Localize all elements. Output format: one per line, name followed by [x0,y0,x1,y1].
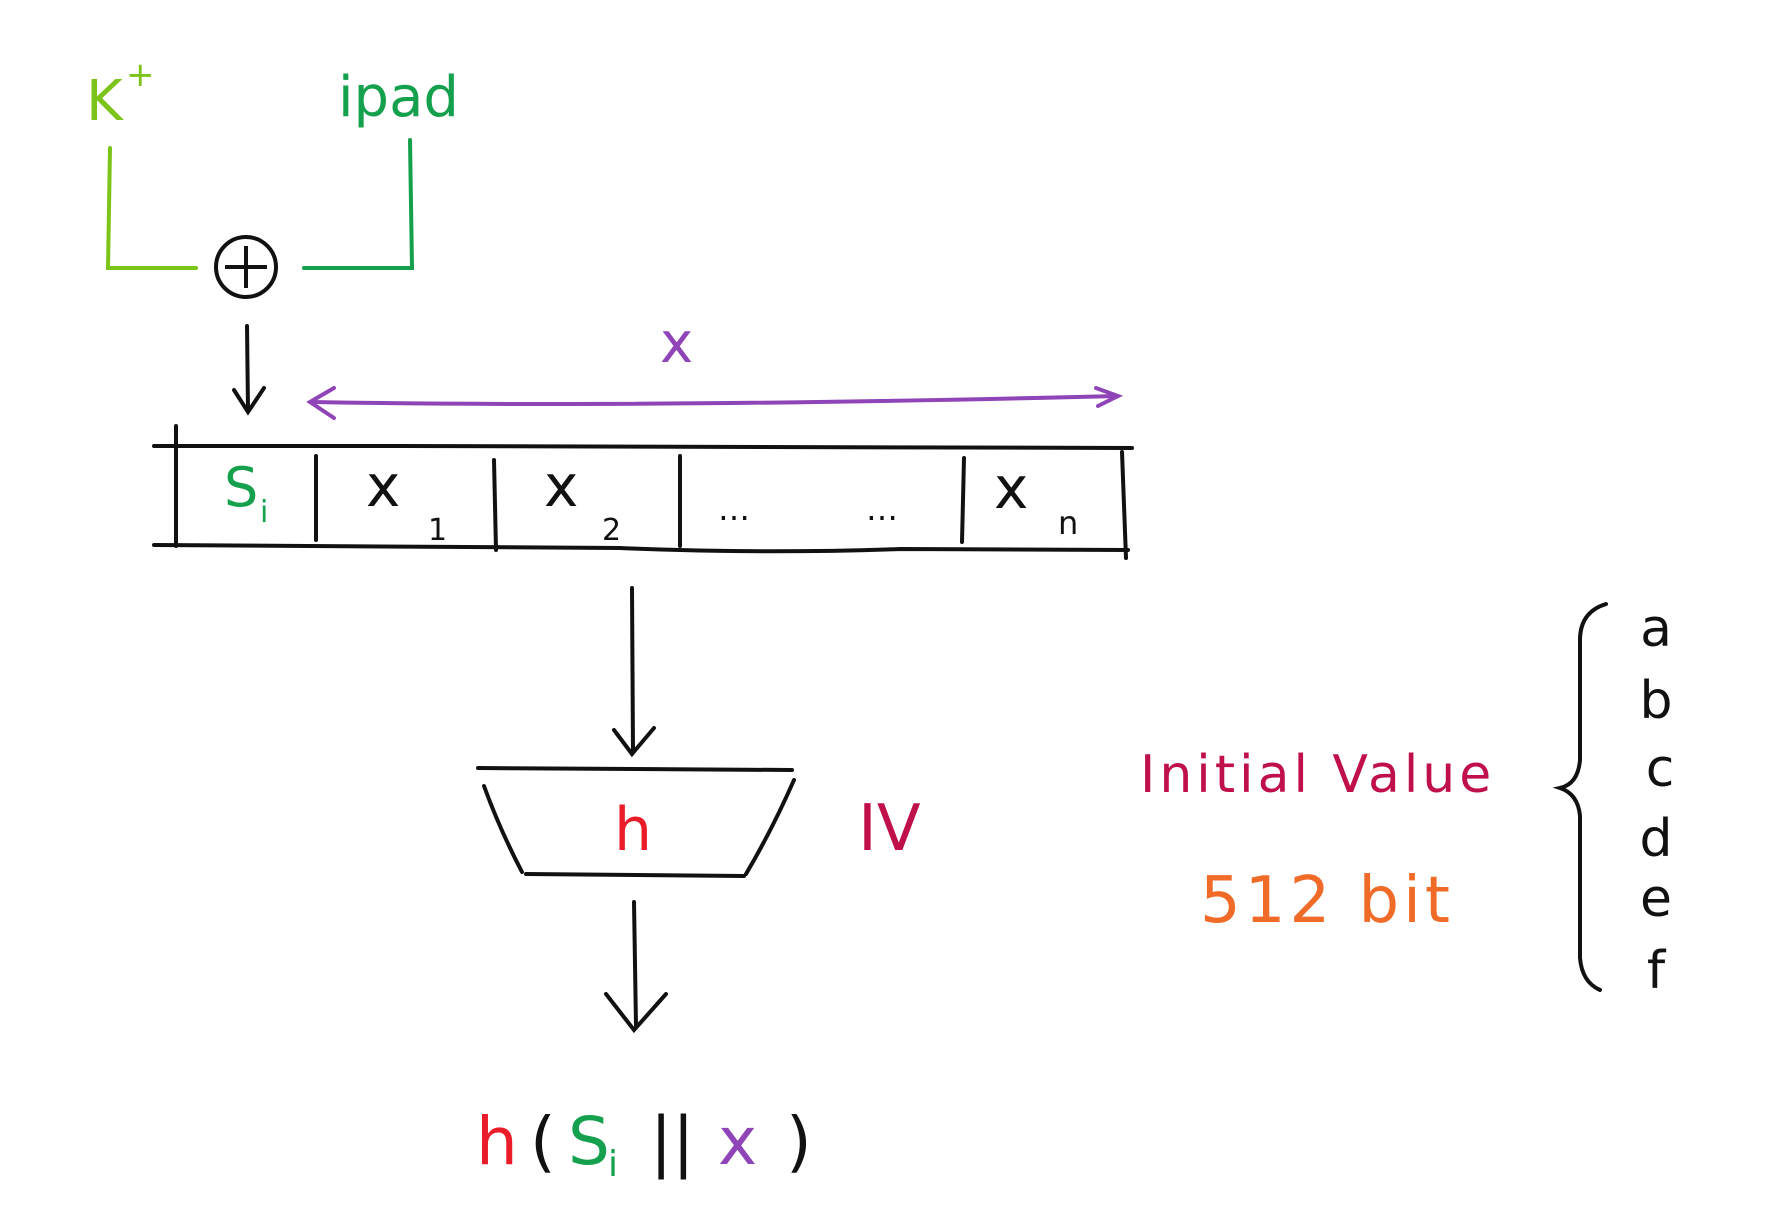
register-a: a [1640,599,1672,659]
register-f: f [1647,941,1667,1001]
x2-subscript: 2 [602,513,621,548]
register-e: e [1640,869,1672,929]
register-b: b [1639,671,1672,731]
output-close-paren: ) [786,1103,812,1180]
output-h: h [476,1103,518,1180]
x1-label: x [366,452,400,520]
message-block [152,424,1134,560]
arrow-down-icon [604,900,668,1034]
output-x: x [718,1103,757,1180]
key-line [105,146,198,270]
si-subscript: i [260,495,268,530]
x2-label: x [544,452,578,520]
double-arrow-icon [306,386,1124,420]
x-span-label: x [660,311,693,376]
xor-icon [214,235,278,299]
xn-label: x [994,454,1028,522]
ipad-line [302,138,415,270]
bits-label: 512 bit [1200,864,1454,938]
iv-label: IV [858,792,921,866]
register-c: c [1646,739,1675,799]
key-superscript: + [126,55,155,95]
output-s: S [568,1103,610,1180]
initial-value-label: Initial Value [1140,745,1495,805]
brace-icon [1552,602,1608,992]
key-label: K [86,69,124,134]
output-expression: h ( S i || x ) [476,1103,812,1185]
output-open-paren: ( [530,1103,556,1180]
dots-left: … [718,490,750,528]
dots-right: … [866,490,898,528]
xn-subscript: n [1058,504,1078,542]
si-label: S [224,456,258,519]
output-i: i [608,1144,618,1185]
hash-label: h [614,795,652,865]
arrow-down-icon [612,586,656,758]
register-d: d [1639,809,1672,869]
register-list: a b c d e f [1639,599,1674,1001]
x1-subscript: 1 [428,513,447,548]
ipad-label: ipad [338,65,459,130]
hash-box [476,766,796,878]
output-concat: || [650,1103,694,1180]
arrow-down-icon [232,324,266,416]
